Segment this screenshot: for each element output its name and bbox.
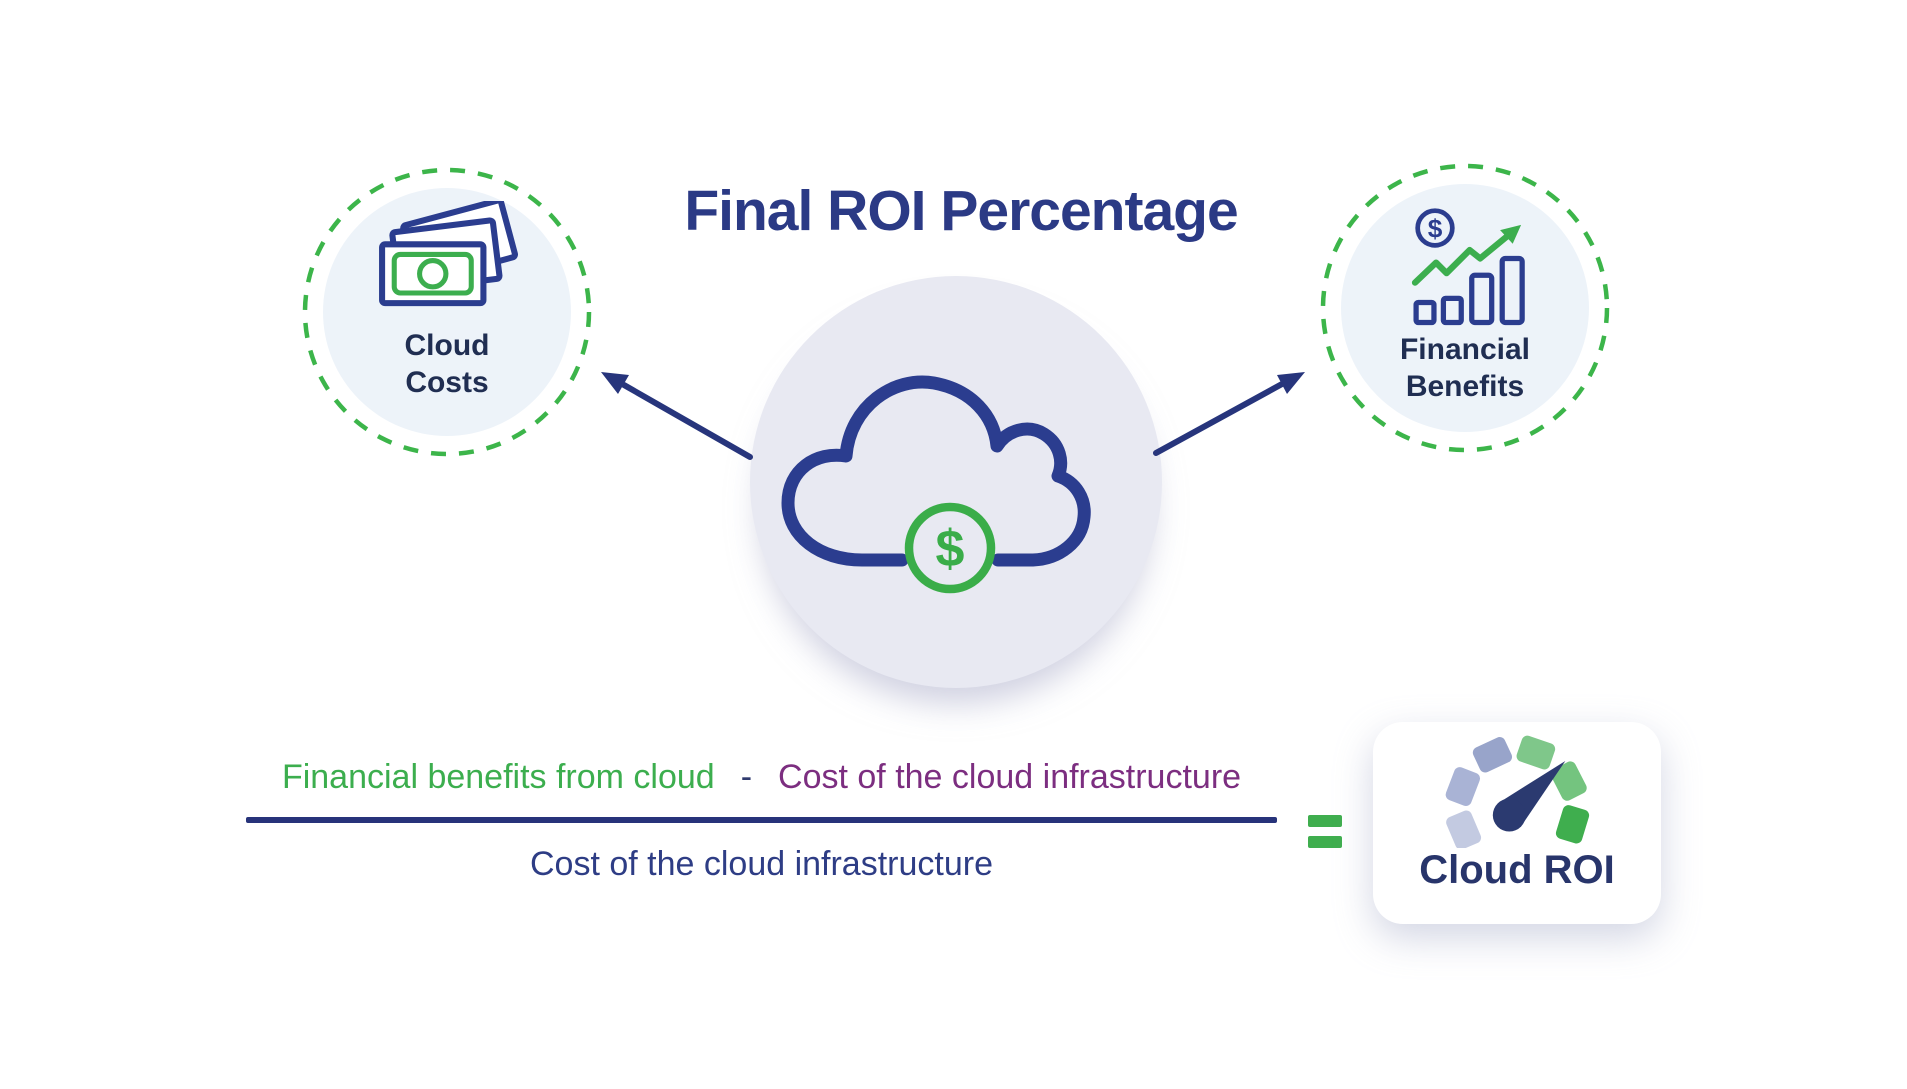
equals-icon: [1308, 815, 1342, 848]
financial-benefits-label-line2: Benefits: [1405, 370, 1525, 403]
minus-sign: -: [740, 758, 753, 796]
dollar-sign: $: [1428, 213, 1443, 243]
cloud-costs-label-line2: Costs: [405, 366, 489, 399]
growth-chart-icon: $: [1411, 208, 1525, 326]
formula-numerator: Financial benefits from cloud - Cost of …: [246, 758, 1277, 797]
formula-cloud-cost: Cost of the cloud infrastructure: [778, 758, 1242, 796]
financial-benefits-node: $ Financial Benefits: [1320, 163, 1610, 453]
equals-bar-bottom: [1308, 836, 1342, 848]
gauge-icon: [1445, 735, 1590, 848]
roi-formula: Financial benefits from cloud - Cost of …: [246, 758, 1277, 884]
dashed-circle: [302, 167, 592, 457]
cloud-dollar-node: $: [750, 276, 1162, 688]
cloud-roi-label: Cloud ROI: [1419, 848, 1615, 892]
node-background-circle: [1341, 184, 1589, 432]
financial-benefits-label-line1: Financial: [1399, 333, 1531, 366]
cloud-dollar-icon: $: [781, 375, 1091, 594]
financial-benefits-label: Financial Benefits: [1320, 331, 1610, 405]
cloud-costs-node: Cloud Costs: [302, 167, 592, 457]
formula-financial-benefits: Financial benefits from cloud: [281, 758, 715, 796]
fraction-bar: [246, 817, 1277, 823]
page-title: Final ROI Percentage: [684, 179, 1238, 243]
gauge-needle: [1492, 760, 1566, 832]
dashed-circle: [1320, 163, 1610, 453]
money-bills-icon: [379, 201, 518, 307]
right-arrow: [1153, 372, 1305, 456]
formula-denominator: Cost of the cloud infrastructure: [529, 845, 993, 883]
cloud-costs-label-line1: Cloud: [404, 329, 490, 362]
dollar-sign: $: [936, 520, 965, 578]
cloud-costs-label: Cloud Costs: [302, 327, 592, 401]
cloud-roi-card: Cloud ROI: [1373, 722, 1661, 924]
equals-bar-top: [1308, 815, 1342, 827]
left-arrow: [601, 372, 753, 460]
